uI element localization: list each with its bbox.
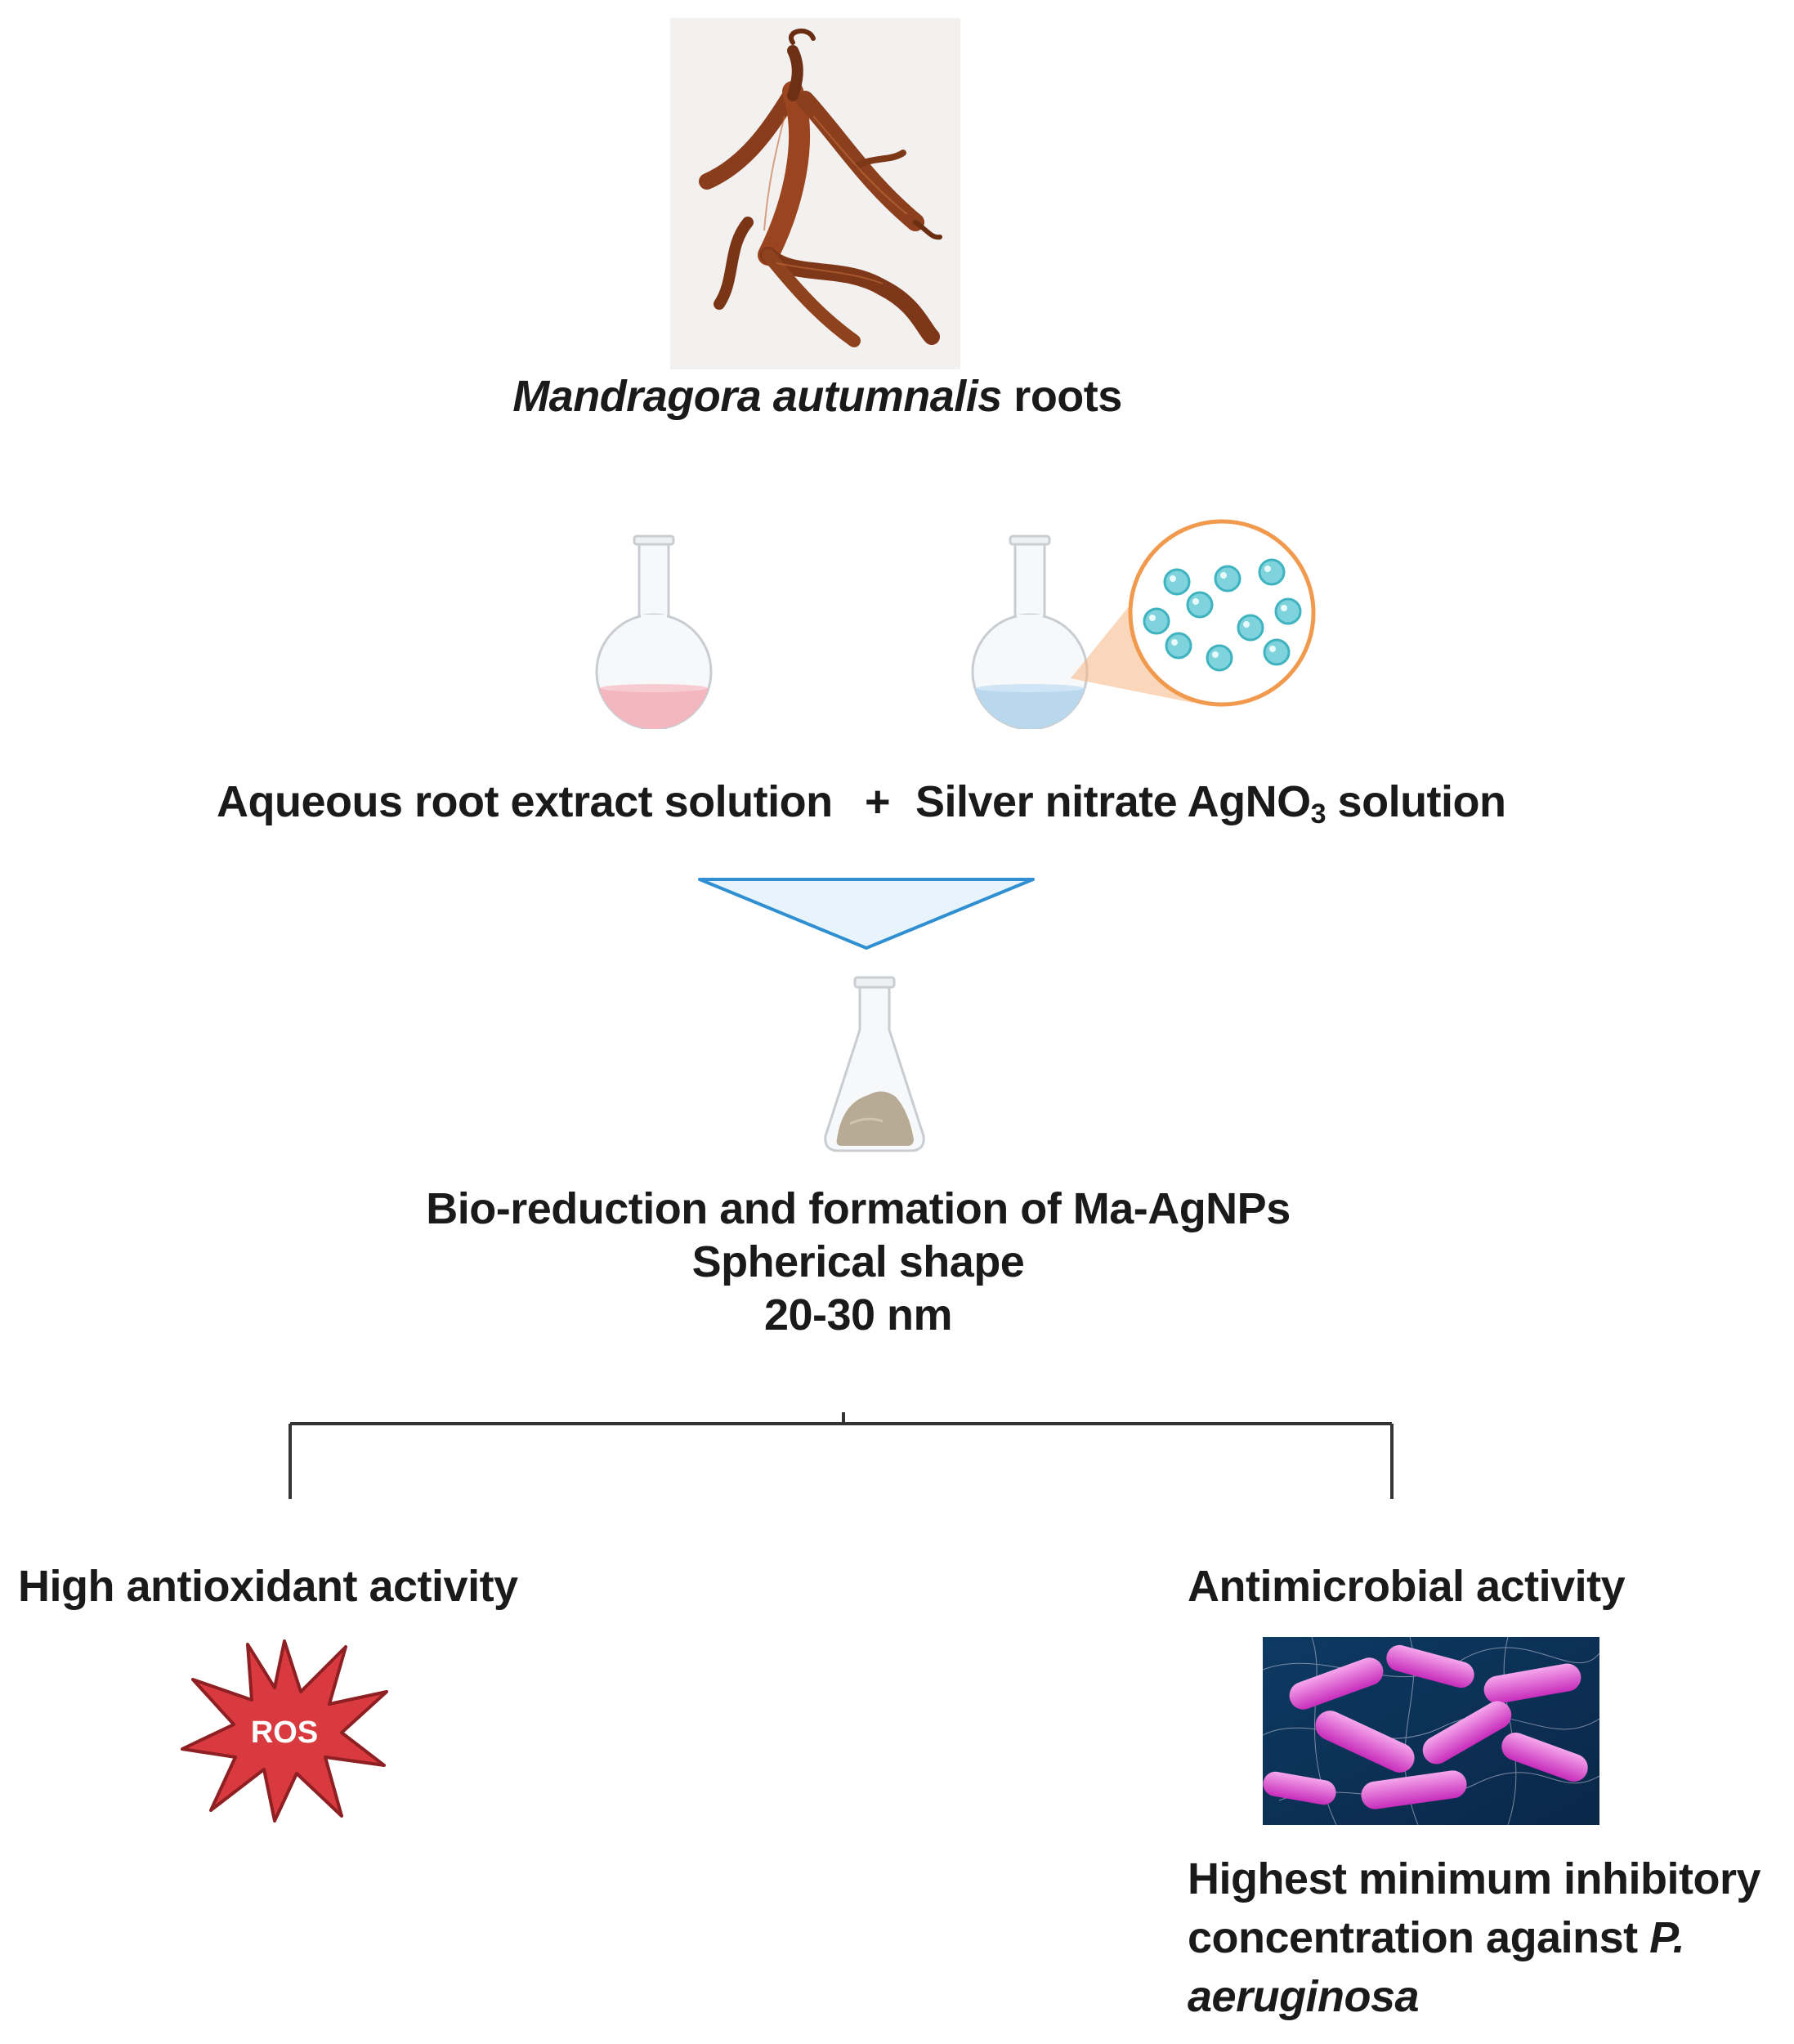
extract-label: Aqueous root extract solution [217,777,833,826]
root-species: Mandragora autumnalis [512,372,1002,421]
silver-label-prefix: Silver nitrate AgNO [915,777,1311,826]
mic-species-genus: P. [1649,1913,1685,1962]
mic-line-1: Highest minimum inhibitory [1188,1854,1761,1903]
branch-connector [278,1406,1406,1504]
antimicrobial-label: Antimicrobial activity [1188,1562,1626,1611]
root-photo [670,18,960,369]
dried-root-icon [670,18,960,369]
antioxidant-label: High antioxidant activity [18,1562,518,1611]
product-line-3: 20-30 nm [763,1290,953,1340]
root-caption-rest: roots [1001,372,1122,421]
root-caption: Mandragora autumnalis roots [409,369,1226,423]
mic-line-2: concentration against P. [1188,1911,1685,1965]
erlenmeyer-flask-icon [817,973,932,1161]
ros-label: ROS [251,1715,318,1750]
silver-flask-icon [964,533,1095,729]
product-line-2: Spherical shape [691,1237,1025,1286]
mic-species-name: aeruginosa [1188,1972,1420,2021]
ros-starburst-icon: ROS [178,1635,391,1823]
plus-sign: + [865,777,891,826]
silver-label: Silver nitrate AgNO3 solution [915,775,1506,841]
mic-line-2-text: concentration against [1188,1913,1650,1962]
silver-label-sub: 3 [1310,798,1326,830]
bacteria-image [1263,1637,1599,1825]
silver-label-suffix: solution [1326,777,1506,826]
funnel-triangle [695,874,1038,956]
product-line-1: Bio-reduction and formation of Ma-AgNPs [426,1184,1291,1233]
nanoparticle-zoom-icon [1046,515,1316,727]
extract-flask-icon [588,533,719,729]
